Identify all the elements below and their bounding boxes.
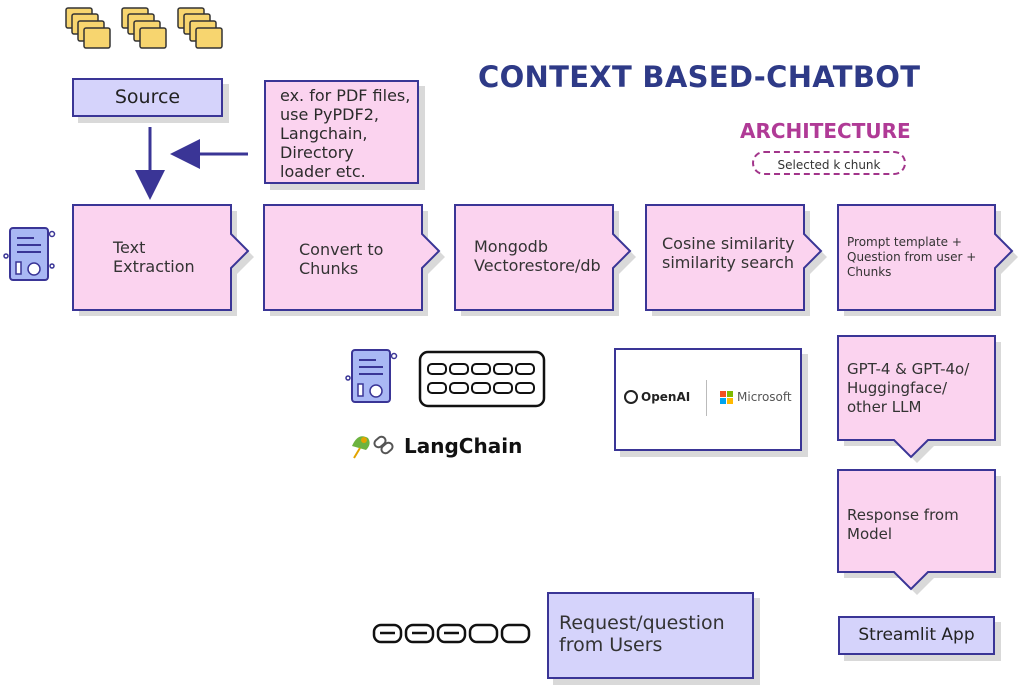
- openai-icon: [624, 390, 638, 404]
- diagram-subtitle: ARCHITECTURE: [740, 119, 911, 143]
- langchain-parrot-icon: [352, 436, 370, 459]
- streamlit-app-box: Streamlit App: [838, 616, 995, 655]
- langchain-wordmark: LangChain: [404, 434, 523, 458]
- selected-chunk-label: Selected k chunk: [752, 151, 906, 175]
- langchain-link-icon: [373, 435, 394, 455]
- provider-logos-box: OpenAI Microsoft: [614, 348, 802, 451]
- chunks-grid-icon: [418, 350, 546, 408]
- openai-logo: OpenAI: [624, 390, 690, 404]
- prompt-template-label: Prompt template +Question from user +Chu…: [847, 235, 977, 279]
- document-icon-small: [345, 349, 398, 403]
- microsoft-logo: Microsoft: [720, 390, 792, 404]
- folders-icon: [65, 7, 223, 49]
- loader-note-box: ex. for PDF files, use PyPDF2, Langchain…: [264, 80, 419, 184]
- microsoft-icon: [720, 390, 733, 404]
- document-icon: [3, 227, 56, 281]
- source-box: Source: [72, 78, 223, 117]
- diagram-title: CONTEXT BASED-CHATBOT: [478, 60, 921, 94]
- llm-label: GPT-4 & GPT-4o/Huggingface/other LLM: [847, 360, 970, 416]
- chunk-row-icon: [372, 623, 531, 644]
- logo-divider: [706, 380, 707, 416]
